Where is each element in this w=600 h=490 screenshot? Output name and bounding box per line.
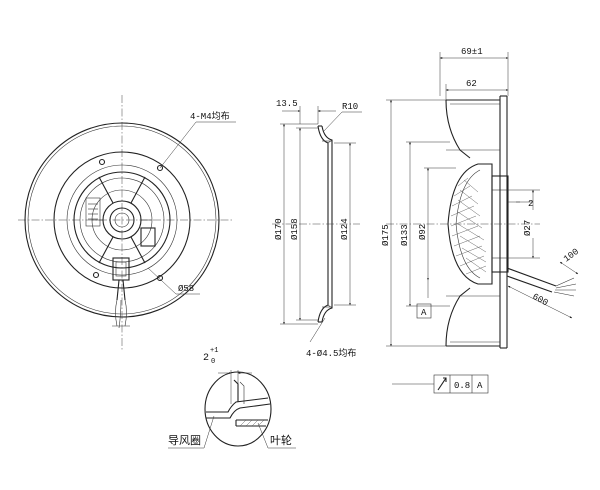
label-impeller: 叶轮: [270, 433, 292, 447]
diameter-124: Ø124: [340, 218, 350, 240]
diameter-27: Ø27: [523, 220, 533, 236]
section-view: 69±1 62 Ø175: [381, 47, 581, 394]
bolt-note: 4-M4均布: [190, 110, 230, 122]
offset-dimension: 13.5: [276, 99, 298, 109]
diameter-133: Ø133: [400, 224, 410, 246]
motor-body: [73, 171, 171, 269]
runout-value: 0.8: [454, 381, 470, 391]
label-inlet-ring: 导风圈: [168, 434, 201, 447]
detail-view: 2 +1 0 导风圈 叶轮: [168, 347, 296, 449]
lead-600: 600: [531, 292, 550, 308]
diameter-158: Ø158: [290, 218, 300, 240]
width-62: 62: [466, 79, 477, 89]
gap-dimension: 2: [203, 353, 209, 364]
lead-100: 100: [562, 247, 581, 265]
inlet-ring-outer: [24, 122, 220, 318]
diameter-170: Ø170: [274, 218, 284, 240]
hole-note: 4-Ø4.5均布: [306, 347, 356, 359]
width-69: 69±1: [461, 47, 483, 57]
diameter-92: Ø92: [418, 224, 428, 240]
shaft-step: 2: [528, 199, 533, 209]
gap-tol-lower: 0: [211, 358, 215, 366]
runout-datum: A: [477, 381, 483, 391]
datum-a: A: [421, 308, 427, 318]
gap-tol-upper: +1: [210, 347, 218, 355]
radius-dimension: R10: [342, 102, 358, 112]
inlet-ring-inner: [53, 151, 191, 289]
diameter-175: Ø175: [381, 224, 391, 246]
front-view: 4-M4均布 Ø58: [18, 95, 236, 350]
hub-diameter-label: Ø58: [178, 284, 194, 294]
side-view: 13.5 R10 Ø170 Ø158 Ø124 4-Ø4.5均布: [272, 99, 362, 359]
